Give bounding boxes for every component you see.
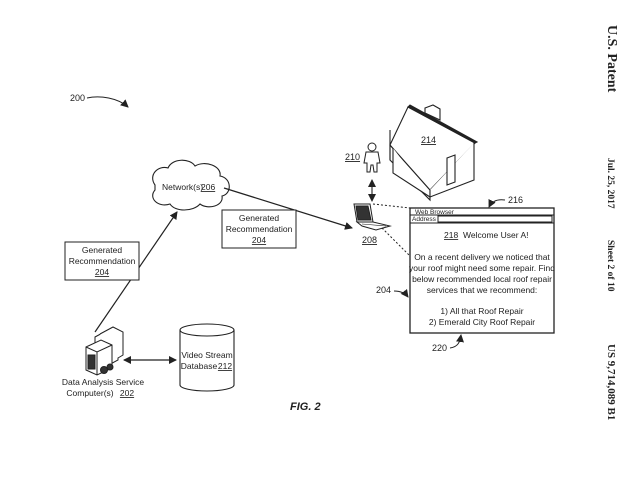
- zoom-line-top: [372, 203, 411, 209]
- sheet-number: Sheet 2 of 10: [605, 240, 615, 292]
- server-label-line2: Computer(s): [66, 388, 113, 398]
- recommendation-item-2[interactable]: 2) Emerald City Roof Repair: [429, 317, 535, 327]
- server-ref: 202: [120, 388, 134, 398]
- welcome-text: Welcome User A!: [463, 230, 529, 240]
- network-ref: 206: [201, 182, 215, 192]
- publication-date: Jul. 25, 2017: [605, 158, 615, 209]
- content-ref-arrow: [393, 289, 409, 298]
- browser-ref-arrow: [488, 198, 506, 208]
- recommendation-mid-ref: 204: [252, 235, 266, 245]
- message-line-1: On a recent delivery we noticed that: [414, 252, 550, 262]
- browser-ref: 216: [508, 195, 523, 205]
- database-label-line1: Video Stream: [181, 350, 232, 360]
- database-label-line2: Database: [181, 361, 218, 371]
- patent-header: U.S. Patent Jul. 25, 2017 Sheet 2 of 10 …: [604, 25, 619, 420]
- network-to-laptop-arrow: [223, 187, 353, 230]
- address-bar[interactable]: [437, 215, 553, 223]
- figure-label: FIG. 2: [290, 401, 321, 413]
- list-ref-arrow: [449, 334, 464, 349]
- recommendation-left-line1: Generated: [82, 245, 122, 255]
- network-cloud: Network(s) 206: [152, 159, 230, 211]
- house-icon: [389, 104, 479, 202]
- welcome-ref: 218: [444, 230, 458, 240]
- recommendation-mid-line1: Generated: [239, 213, 279, 223]
- recommendation-item-1[interactable]: 1) All that Roof Repair: [440, 306, 523, 316]
- message-line-4: services that we recommend:: [427, 285, 538, 295]
- browser-window: Web Browser Address 218 Welcome User A! …: [409, 207, 555, 334]
- system-ref-arrow: [86, 96, 129, 108]
- laptop-ref: 208: [362, 235, 377, 245]
- list-ref: 220: [432, 343, 447, 353]
- browser-title-bar: Web Browser: [415, 209, 455, 216]
- recommendation-box-mid: Generated Recommendation 204: [221, 209, 297, 249]
- network-label: Network(s): [162, 182, 203, 192]
- publication-label: U.S. Patent: [604, 25, 619, 93]
- system-ref-200: 200: [70, 93, 85, 103]
- user-icon: [363, 142, 381, 173]
- message-line-3: below recommended local roof repair: [412, 274, 552, 284]
- patent-number: US 9,714,089 B1: [605, 344, 617, 420]
- address-label: Address: [412, 216, 437, 223]
- laptop-icon: [353, 203, 392, 231]
- message-line-2: your roof might need some repair. Find: [409, 263, 555, 273]
- server-label-line1: Data Analysis Service: [62, 377, 144, 387]
- recommendation-box-left: Generated Recommendation 204: [64, 241, 140, 281]
- database-icon: Video Stream Database 212: [179, 323, 235, 392]
- zoom-line-bottom: [381, 227, 411, 257]
- recommendation-mid-line2: Recommendation: [226, 224, 293, 234]
- content-ref: 204: [376, 285, 391, 295]
- house-ref: 214: [421, 135, 436, 145]
- user-ref: 210: [345, 152, 360, 162]
- server-icon: [85, 326, 124, 376]
- recommendation-left-ref: 204: [95, 267, 109, 277]
- recommendation-left-line2: Recommendation: [69, 256, 136, 266]
- database-ref: 212: [218, 361, 232, 371]
